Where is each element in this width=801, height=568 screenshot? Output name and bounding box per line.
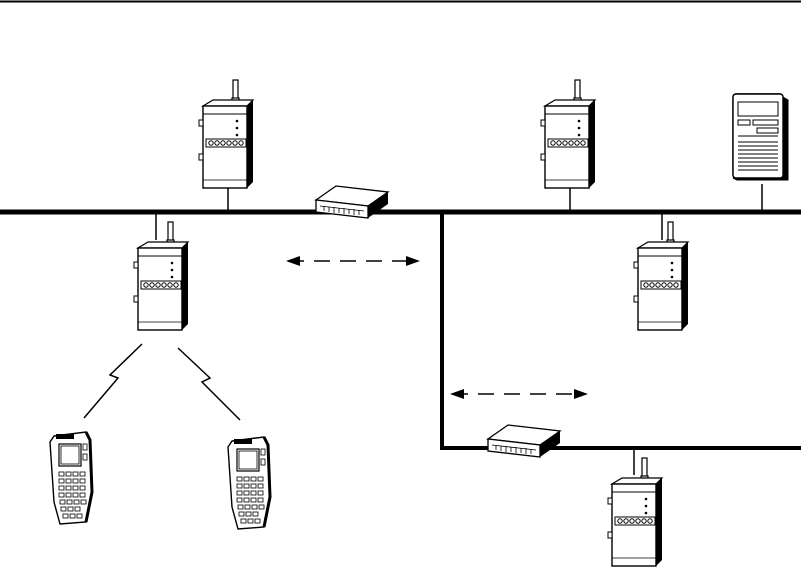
access-point-icon: [541, 80, 595, 188]
lightning-icon: [84, 344, 142, 418]
access-point-icon: [199, 80, 253, 188]
host-computer-icon: [733, 94, 788, 180]
access-point-icon: [634, 222, 688, 330]
bridge-icon: [488, 425, 560, 457]
handheld-terminal-icon: [228, 437, 270, 529]
access-point-icon: [608, 458, 662, 566]
lightning-icon: [178, 348, 240, 420]
access-point-icon: [134, 222, 188, 330]
handheld-terminal-icon: [50, 432, 92, 524]
